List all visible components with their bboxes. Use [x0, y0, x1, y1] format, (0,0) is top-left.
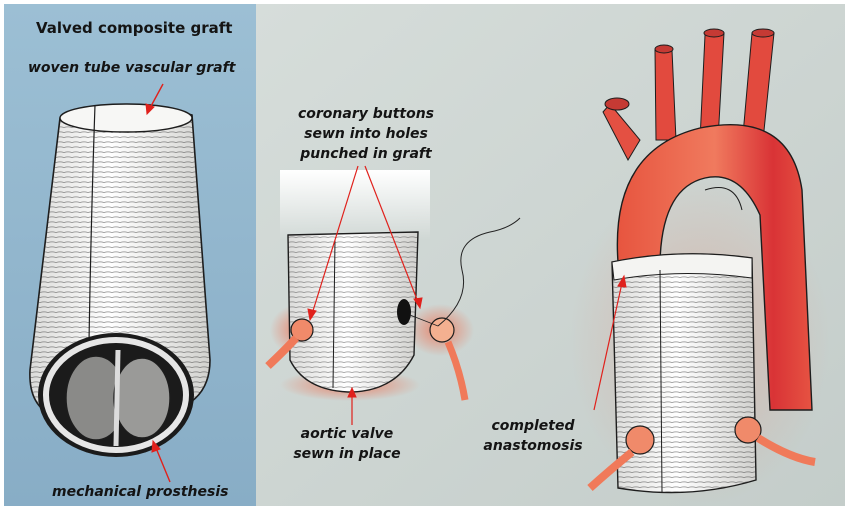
anastomosis-line-2: anastomosis	[468, 436, 598, 456]
aortic-valve-label: aortic valve sewn in place	[282, 424, 412, 464]
coronary-buttons-line-3: punched in graft	[286, 144, 446, 164]
right-coronary-button	[430, 318, 454, 342]
middle-fade	[280, 170, 430, 240]
coronary-hole	[397, 299, 411, 325]
aortic-valve-line-1: aortic valve	[282, 424, 412, 444]
anastomosis-line-1: completed	[468, 416, 598, 436]
aortic-valve-line-2: sewn in place	[282, 444, 412, 464]
coronary-buttons-line-1: coronary buttons	[286, 104, 446, 124]
coronary-buttons-label: coronary buttons sewn into holes punched…	[286, 104, 446, 164]
anastomosis-label: completed anastomosis	[468, 416, 598, 456]
composite-graft-drawing	[30, 104, 210, 457]
coronary-buttons-line-2: sewn into holes	[286, 124, 446, 144]
graft-label: woven tube vascular graft	[28, 58, 235, 78]
prosthesis-label: mechanical prosthesis	[52, 482, 228, 502]
figure-title: Valved composite graft	[36, 18, 232, 38]
